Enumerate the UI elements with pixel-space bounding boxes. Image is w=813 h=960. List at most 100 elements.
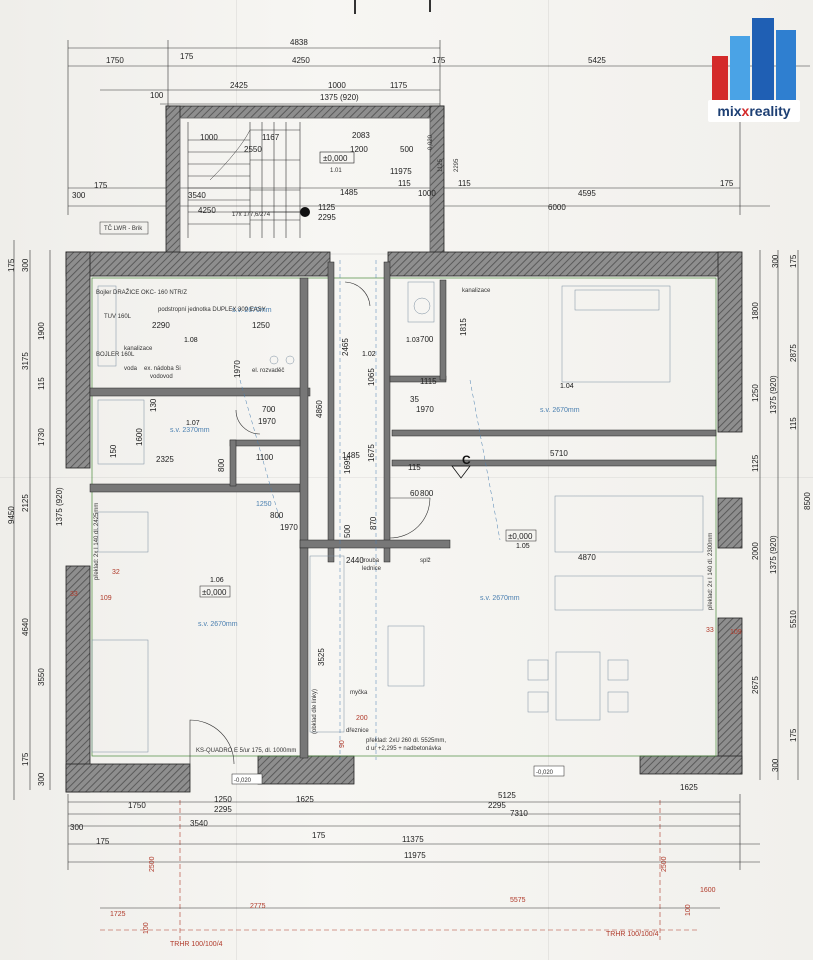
room-106: 1.06 — [210, 577, 224, 584]
dim-stair-1167: 1167 — [262, 133, 280, 142]
left-dim-300: 300 — [21, 258, 30, 272]
dim-800c: 800 — [420, 489, 434, 498]
label-kanalizace-2: kanalizace — [462, 288, 491, 294]
logo-text-mix: mix — [717, 103, 742, 119]
dim-1250: 1250 — [252, 321, 270, 330]
left-dim-3550: 3550 — [37, 668, 46, 686]
dim-1695: 1695 — [343, 456, 352, 474]
dim-800: 800 — [217, 458, 226, 472]
dim-1675: 1675 — [367, 444, 376, 462]
logo-buildings-icon — [712, 18, 796, 100]
left-dim-115: 115 — [37, 377, 46, 390]
right-dim-2000: 2000 — [751, 542, 760, 560]
right-dim-1250: 1250 — [751, 384, 760, 402]
dim-100: 100 — [150, 91, 164, 100]
dim-800b: 800 — [270, 511, 284, 520]
left-dim-1900: 1900 — [37, 322, 46, 340]
right-dim-1125: 1125 — [751, 454, 760, 472]
label-rozvadec: el. rozvaděč — [252, 368, 284, 374]
bottom-dim-2500-b: 2500 — [661, 856, 668, 872]
room-102: 1.02 — [362, 351, 376, 358]
bottom-dim-100-a: 100 — [143, 922, 150, 934]
dim-stair-4595: 4595 — [578, 189, 596, 198]
label-nadoba: ex. nádoba Si — [144, 366, 181, 372]
bottom-trhr-b: TRHR 100/100/4 — [606, 931, 659, 938]
dim-stair-175c: 175 — [94, 181, 108, 190]
dim-stair-2083: 2083 — [352, 131, 370, 140]
bottom-dim-5575: 5575 — [510, 897, 526, 904]
bottom-dim-7310: 7310 — [510, 809, 528, 818]
insulation-lines — [91, 277, 717, 757]
dim-1175: 1175 — [390, 81, 408, 90]
bottom-dim-1250: 1250 — [214, 795, 232, 804]
room-105: 1.05 — [516, 543, 530, 550]
right-dim-300-b: 300 — [771, 758, 780, 772]
dim-4870: 4870 — [578, 553, 596, 562]
section-arrow — [451, 465, 471, 479]
label-preklad-right: překlad: 2x I 140 dl. 2300mm — [708, 533, 714, 610]
left-dim-2125: 2125 — [21, 494, 30, 512]
outer-walls — [65, 251, 743, 793]
label-bojler: BOJLER 160L — [96, 352, 135, 358]
dim-stair-1000b: 1000 — [418, 189, 436, 198]
dim-1100: 1100 — [256, 453, 274, 462]
bottom-dim-2295-b: 2295 — [488, 801, 506, 810]
room-104: 1.04 — [560, 383, 574, 390]
dim-33-right: 33 — [706, 627, 714, 634]
dim-115: 115 — [408, 463, 421, 472]
dim-109-right: 109 — [730, 629, 742, 636]
dim-5425: 5425 — [588, 56, 606, 65]
bottom-level-b: -0,020 — [536, 770, 554, 776]
interior-walls — [89, 261, 717, 759]
dim-1065: 1065 — [367, 368, 376, 386]
dim-stair-1200: 1200 — [350, 145, 368, 154]
dim-700b: 700 — [420, 335, 434, 344]
dim-stair-6000: 6000 — [548, 203, 566, 212]
dim-2290: 2290 — [152, 321, 170, 330]
dim-2440: 2440 — [346, 556, 364, 565]
right-dim-175-b: 175 — [789, 728, 798, 742]
right-dim-2875: 2875 — [789, 344, 798, 362]
left-dim-300-b: 300 — [37, 772, 46, 786]
label-tc: TČ LWR - Brik — [104, 225, 143, 232]
right-dim-300: 300 — [771, 254, 780, 268]
bottom-dim-1725: 1725 — [110, 911, 126, 918]
bottom-dim-11975: 11975 — [404, 851, 426, 860]
left-dim-4640: 4640 — [21, 618, 30, 636]
left-dim-1730: 1730 — [37, 428, 46, 446]
dim-stair-2295: 2295 — [318, 213, 336, 222]
dim-1375: 1375 (920) — [320, 93, 359, 102]
bottom-dim-175-a: 175 — [96, 837, 110, 846]
bottom-dimension-lines — [67, 794, 760, 909]
dim-stair-1000: 1000 — [200, 133, 218, 142]
room-number-101: 1.01 — [330, 168, 342, 174]
right-dim-8500: 8500 — [803, 492, 812, 510]
dim-1970c: 1970 — [280, 523, 298, 532]
left-dim-1375: 1375 (920) — [55, 487, 64, 526]
level-box-bottom-a — [231, 773, 263, 785]
right-dim-175: 175 — [789, 254, 798, 268]
dim-1970b: 1970 — [258, 417, 276, 426]
dim-32: 32 — [112, 569, 120, 576]
level-box-106 — [199, 585, 231, 598]
label-ks-quadro: KS-QUADRO E 5/ur 175, dl. 1000mm — [196, 748, 296, 754]
left-dim-175: 175 — [7, 258, 16, 272]
dim-4250: 4250 — [292, 56, 310, 65]
brand-logo: mixxreality — [708, 12, 800, 122]
bottom-dim-300: 300 — [70, 823, 84, 832]
dim-stair-4250: 4250 — [198, 206, 216, 215]
label-kanalizace: kanalizace — [124, 346, 153, 352]
dim-700a: 700 — [262, 405, 276, 414]
label-duplex: podstropní jednotka DUPLEX 300 EASY — [158, 307, 266, 313]
dim-1115: 1115 — [420, 377, 437, 386]
dim-1485: 1485 — [342, 451, 360, 460]
tc-box — [99, 221, 149, 235]
level-box — [319, 151, 355, 164]
left-dim-3175: 3175 — [21, 352, 30, 370]
foundation-lines — [100, 800, 700, 940]
dim-stair-115: 115 — [398, 179, 411, 188]
left-dimension-lines — [13, 240, 51, 800]
dim-stair-3540: 3540 — [188, 191, 206, 200]
paper-fold — [236, 0, 237, 960]
